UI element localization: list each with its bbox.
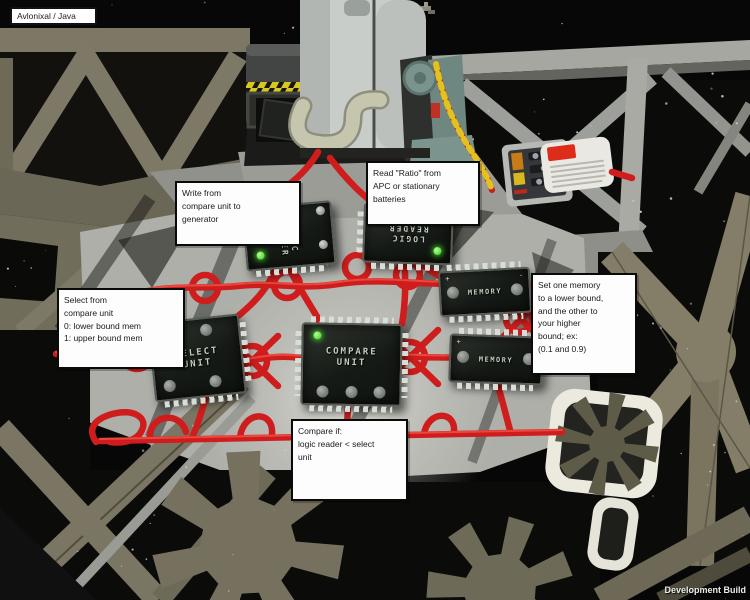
chip-pins (401, 333, 408, 398)
note-select-from-compare: Select from compare unit 0: lower bound … (57, 288, 185, 369)
chip-label: MEMORY (440, 269, 530, 316)
session-label: Avlonixal / Java (10, 7, 97, 25)
chip-memory-upper[interactable]: + - MEMORY (438, 267, 532, 318)
note-set-memory-bounds: Set one memory to a lower bound, and the… (531, 273, 637, 375)
chip-label: COMPAREUNIT (302, 324, 400, 405)
chip-memory-lower[interactable]: + - MEMORY (448, 333, 544, 385)
stationary-battery[interactable] (539, 136, 615, 194)
chip-pins (294, 331, 301, 396)
chip-pins (311, 316, 394, 323)
chip-pins (459, 328, 535, 337)
chip-pins (356, 211, 363, 253)
build-watermark: Development Build (664, 585, 746, 595)
chip-compare-unit[interactable]: COMPAREUNIT (300, 322, 402, 407)
note-compare-condition: Compare if: logic reader < select unit (291, 419, 408, 501)
chip-label: MEMORY (450, 335, 542, 383)
note-read-ratio: Read "Ratio" from APC or stationary batt… (366, 161, 480, 226)
note-write-from-compare: Write from compare unit to generator (175, 181, 301, 246)
